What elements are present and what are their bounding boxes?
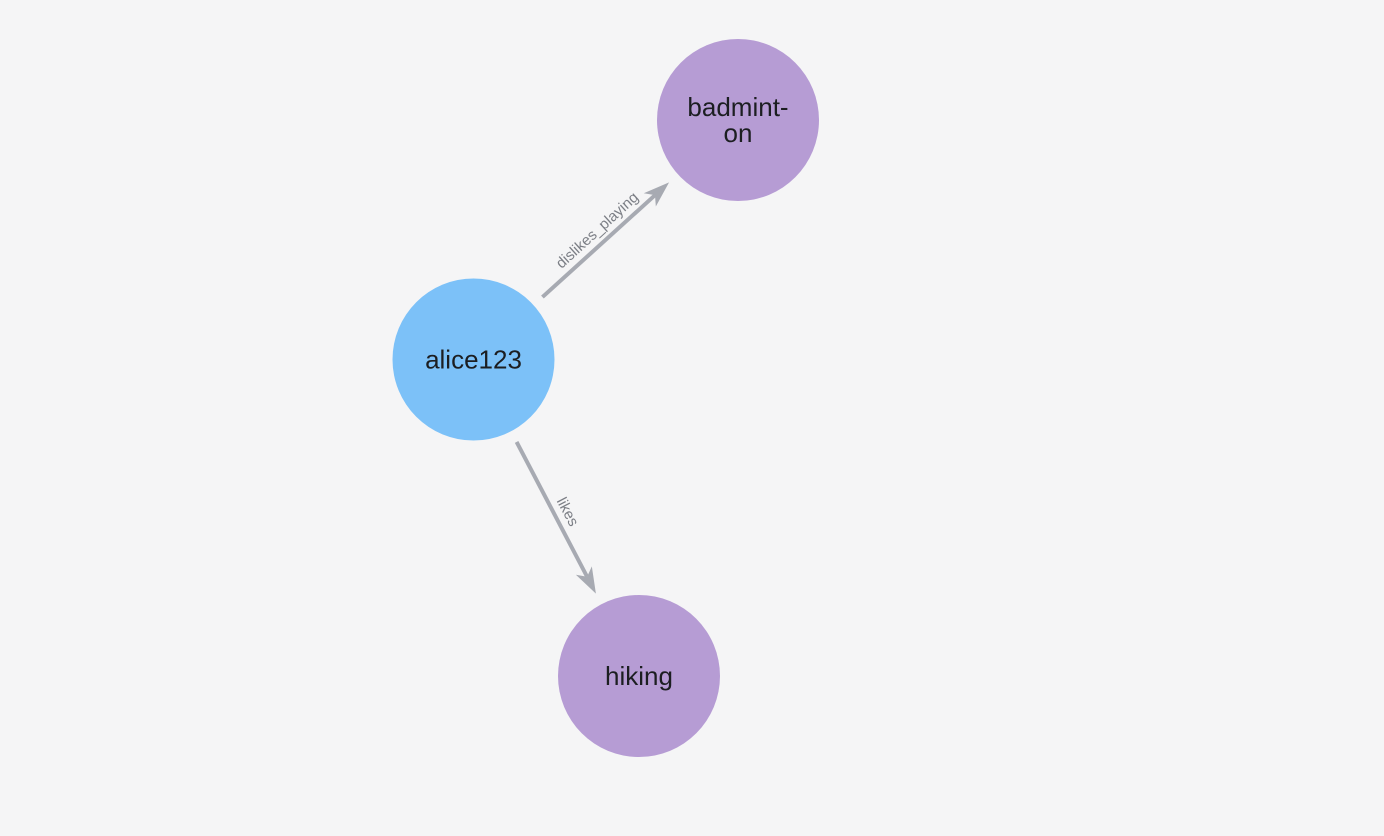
edge-line [541, 193, 657, 299]
node-circle[interactable] [657, 39, 819, 201]
node-circle[interactable] [558, 595, 720, 757]
edge-label: likes [553, 495, 582, 529]
node-hiking[interactable]: hiking [558, 595, 720, 757]
edge-alice123-badminton[interactable]: dislikes_playing [541, 176, 675, 299]
edge-line [514, 440, 589, 578]
edge-arrowhead-icon [643, 182, 670, 207]
edge-arrowhead-icon [575, 566, 596, 594]
node-circle[interactable] [392, 278, 555, 441]
node-alice123[interactable]: alice123 [392, 278, 555, 441]
edge-label: dislikes_playing [553, 189, 642, 272]
edge-alice123-hiking[interactable]: likes [514, 440, 604, 598]
node-badminton[interactable]: badmint-on [657, 39, 819, 201]
